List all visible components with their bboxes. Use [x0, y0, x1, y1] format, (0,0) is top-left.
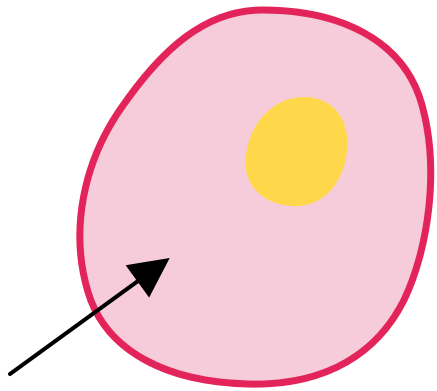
cell-membrane [80, 10, 431, 384]
